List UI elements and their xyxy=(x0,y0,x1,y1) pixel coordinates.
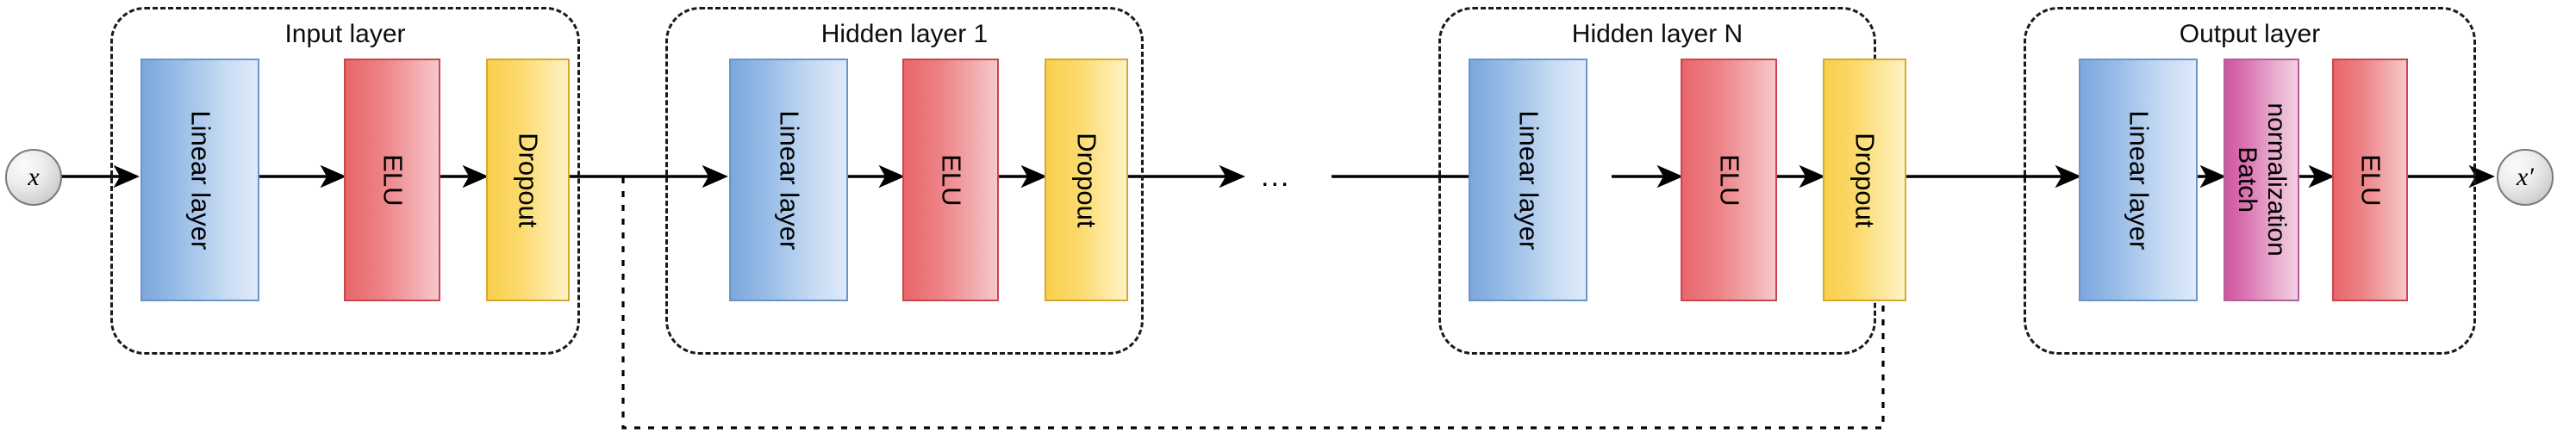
input-node: x xyxy=(5,149,62,206)
block-hidden1-linear-layer: Linear layer xyxy=(729,59,848,301)
feedback-loop-path xyxy=(621,177,1894,430)
group-title-hidden-layer-1: Hidden layer 1 xyxy=(820,20,989,48)
batchnorm-label-line-2: Batch xyxy=(2233,146,2262,213)
group-title-output-layer: Output layer xyxy=(2179,20,2321,48)
block-hidden1-elu: ELU xyxy=(902,59,999,301)
group-hidden-layer-1: Hidden layer 1 xyxy=(665,7,1144,355)
block-label-dropout: Dropout xyxy=(1849,132,1881,228)
block-label-linear-layer: Linear layer xyxy=(774,110,805,250)
block-label-elu: ELU xyxy=(936,153,967,207)
block-label-linear-layer: Linear layer xyxy=(1513,110,1544,250)
block-hiddenn-linear-layer: Linear layer xyxy=(1469,59,1587,301)
block-output-linear-layer: Linear layer xyxy=(2079,59,2198,301)
block-input-elu: ELU xyxy=(344,59,440,301)
group-title-hidden-layer-n: Hidden layer N xyxy=(1571,20,1743,48)
input-node-label: x xyxy=(28,163,40,191)
layers-ellipsis: ... xyxy=(1261,160,1291,193)
block-label-dropout: Dropout xyxy=(513,132,544,228)
group-title-input-layer: Input layer xyxy=(284,20,406,48)
block-label-elu: ELU xyxy=(2355,153,2386,207)
block-hidden1-dropout: Dropout xyxy=(1045,59,1128,301)
block-label-linear-layer: Linear layer xyxy=(2124,110,2155,250)
block-hiddenn-dropout: Dropout xyxy=(1823,59,1906,301)
block-label-elu: ELU xyxy=(377,153,409,207)
group-input-layer: Input layer xyxy=(110,7,580,355)
output-node: x′ xyxy=(2497,149,2554,206)
block-output-elu: ELU xyxy=(2332,59,2408,301)
block-hiddenn-elu: ELU xyxy=(1681,59,1777,301)
block-input-dropout: Dropout xyxy=(486,59,570,301)
batchnorm-label-line-1: normalization xyxy=(2261,102,2291,257)
block-label-elu: ELU xyxy=(1714,153,1745,207)
block-input-linear-layer: Linear layer xyxy=(140,59,259,301)
group-output-layer: Output layer xyxy=(2024,7,2476,355)
output-node-label: x′ xyxy=(2517,163,2534,191)
block-label-dropout: Dropout xyxy=(1071,132,1102,228)
block-label-linear-layer: Linear layer xyxy=(185,110,216,250)
